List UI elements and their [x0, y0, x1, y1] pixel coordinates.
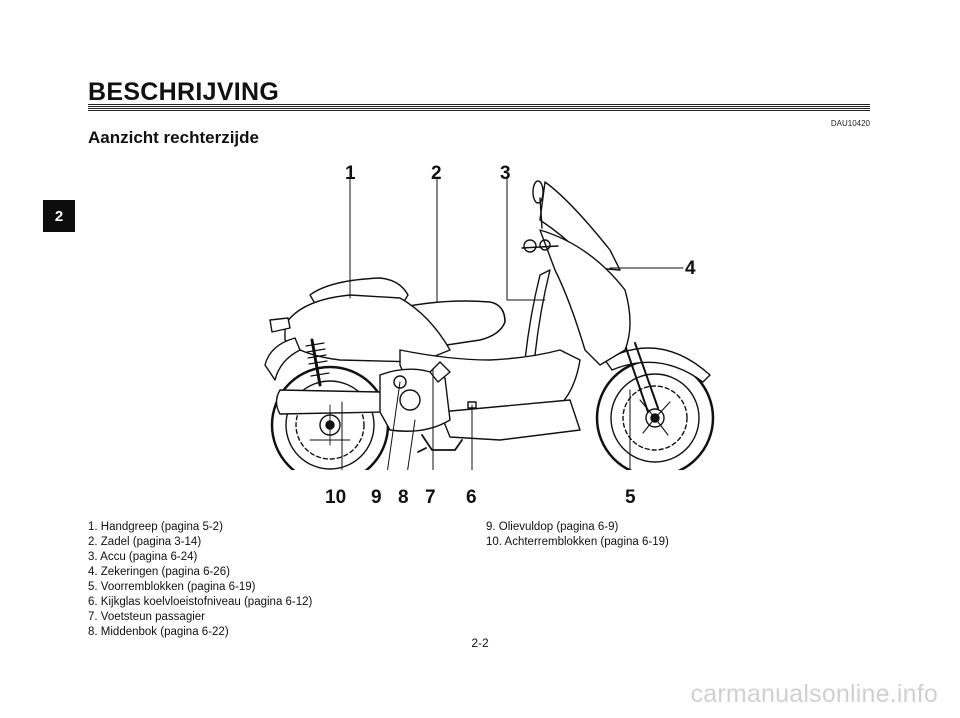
legend-item: 8. Middenbok (pagina 6-22)	[88, 626, 229, 638]
page-number: 2-2	[471, 636, 489, 650]
lower-cowl	[439, 399, 581, 441]
callout-1: 1	[345, 163, 356, 184]
legend-item: 1. Handgreep (pagina 5-2)	[88, 521, 223, 533]
windscreen	[539, 181, 621, 271]
document-code: DAU10420	[830, 119, 870, 128]
header-rule	[88, 104, 870, 112]
front-cowl	[539, 229, 631, 366]
legend-left: 1. Handgreep (pagina 5-2) 2. Zadel (pagi…	[88, 520, 312, 640]
mirror	[532, 180, 544, 229]
leg-shield	[524, 269, 551, 361]
muffler	[275, 389, 388, 415]
leader-lines	[341, 177, 684, 470]
rear-body	[284, 294, 451, 363]
legend-item: 7. Voetsteun passagier	[88, 611, 205, 623]
legend-item: 6. Kijkglas koelvloeistofniveau (pagina …	[88, 596, 313, 608]
rear-brake-disc	[309, 404, 351, 446]
legend-item: 4. Zekeringen (pagina 6-26)	[88, 566, 230, 578]
legend-item: 2. Zadel (pagina 3-14)	[88, 536, 202, 548]
section-title: Aanzicht rechterzijde	[88, 128, 259, 147]
callout-9: 9	[371, 487, 382, 508]
callout-10: 10	[325, 487, 347, 508]
rear-shock	[305, 338, 330, 387]
chapter-title: BESCHRIJVING	[88, 78, 280, 106]
legend-item: 3. Accu (pagina 6-24)	[88, 551, 198, 563]
watermark: carmanualsonline.info	[690, 680, 938, 708]
callout-5: 5	[625, 487, 636, 508]
legend-right: 9. Olievuldop (pagina 6-9) 10. Achterrem…	[486, 520, 669, 550]
rear-fender	[264, 337, 301, 381]
chapter-tab: 2	[43, 200, 75, 232]
legend-item: 9. Olievuldop (pagina 6-9)	[486, 521, 619, 533]
center-stand	[417, 434, 463, 453]
callout-4: 4	[685, 258, 696, 279]
rear-light	[269, 317, 291, 333]
callout-2: 2	[431, 163, 442, 184]
callout-6: 6	[466, 487, 477, 508]
passenger-footrest	[429, 361, 451, 383]
callout-3: 3	[500, 163, 511, 184]
callout-7: 7	[425, 487, 436, 508]
legend-item: 5. Voorremblokken (pagina 6-19)	[88, 581, 256, 593]
legend-item: 10. Achterremblokken (pagina 6-19)	[486, 536, 669, 548]
handlebar	[521, 239, 559, 253]
front-fender	[604, 347, 711, 383]
scooter-illustration	[264, 177, 715, 470]
front-fork	[624, 342, 659, 413]
callout-8: 8	[398, 487, 409, 508]
